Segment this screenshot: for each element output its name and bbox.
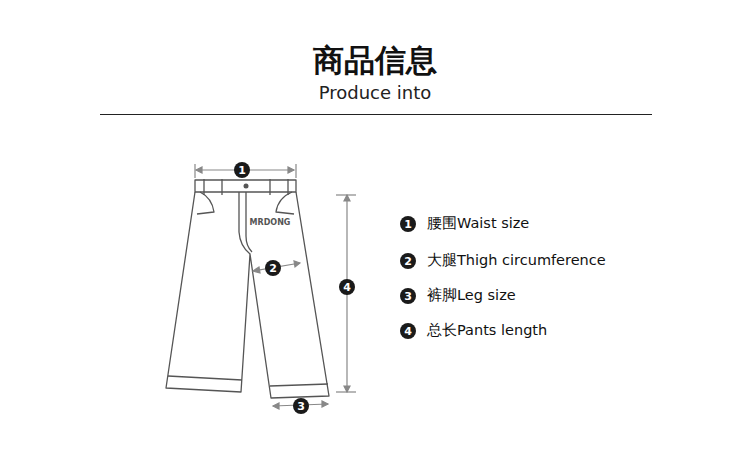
callout-number: 2 bbox=[265, 260, 281, 276]
legend-text: 大腿Thigh circumference bbox=[427, 252, 606, 269]
callout-text: 4 bbox=[343, 282, 351, 293]
callout-text: 1 bbox=[238, 165, 246, 176]
callout-text: 3 bbox=[404, 291, 412, 302]
callout-number: 1 bbox=[234, 162, 250, 178]
callout-text: 2 bbox=[269, 263, 277, 274]
legend-text: 总长Pants length bbox=[427, 322, 547, 339]
subtitle: Produce into bbox=[319, 82, 432, 104]
callout-number: 2 bbox=[400, 253, 416, 269]
callout-text: 4 bbox=[404, 326, 412, 337]
callout-text: 1 bbox=[404, 219, 412, 230]
callout-number: 1 bbox=[400, 216, 416, 232]
title-rule bbox=[100, 114, 652, 115]
title: 商品信息 bbox=[0, 40, 750, 82]
callout-number: 4 bbox=[339, 279, 355, 295]
callout-number: 3 bbox=[400, 288, 416, 304]
callout-number: 4 bbox=[400, 323, 416, 339]
callout-number: 3 bbox=[293, 398, 309, 414]
callout-text: 3 bbox=[297, 401, 305, 412]
callout-text: 2 bbox=[404, 256, 412, 267]
legend-text: 腰围Waist size bbox=[427, 215, 529, 232]
legend-text: 裤脚Leg size bbox=[427, 287, 516, 304]
brand-mark: MRDONG bbox=[250, 218, 291, 228]
